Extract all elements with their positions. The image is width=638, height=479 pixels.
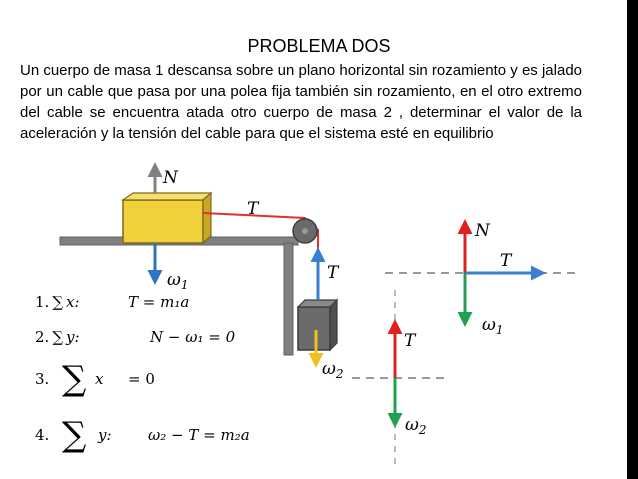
svg-text:3.: 3. bbox=[35, 370, 49, 388]
table-leg bbox=[283, 242, 294, 356]
svg-text:1.∑x:: 1.∑x: bbox=[35, 293, 80, 311]
problem-statement: Un cuerpo de masa 1 descansa sobre un pl… bbox=[20, 62, 583, 142]
label-T-block2: T bbox=[327, 263, 340, 283]
svg-text:y:: y: bbox=[97, 426, 112, 444]
equation-3: 3. ∑ x = 0 bbox=[35, 359, 155, 399]
svg-text:x: x bbox=[95, 370, 104, 388]
block-mass-1-side bbox=[202, 191, 212, 245]
svg-text:∑: ∑ bbox=[62, 359, 86, 399]
label-omega1-block1: ω1 bbox=[167, 270, 189, 292]
slide-edge-bar bbox=[627, 0, 638, 479]
fbd1-label-N: N bbox=[474, 221, 491, 241]
fbd1-label-omega1: ω1 bbox=[482, 315, 504, 337]
equation-2: 2.∑y: N − ω₁ = 0 bbox=[35, 328, 236, 346]
label-T-cable: T bbox=[247, 199, 260, 219]
svg-text:ω₂ − T = m₂a: ω₂ − T = m₂a bbox=[148, 426, 250, 444]
svg-text:= 0: = 0 bbox=[128, 370, 155, 388]
fbd1-label-T: T bbox=[500, 251, 513, 271]
fbd2-label-T: T bbox=[404, 331, 417, 351]
fbd2-label-omega2: ω2 bbox=[405, 415, 427, 437]
equation-1: 1.∑x: T = m₁a bbox=[35, 293, 189, 311]
label-N-block1: N bbox=[162, 168, 179, 188]
svg-text:2.∑y:: 2.∑y: bbox=[35, 328, 80, 346]
block-mass-1-top bbox=[121, 192, 213, 201]
block-mass-2 bbox=[297, 306, 331, 351]
svg-text:N − ω₁ = 0: N − ω₁ = 0 bbox=[149, 328, 236, 346]
equation-4: 4. ∑ y: ω₂ − T = m₂a bbox=[35, 415, 250, 455]
pulley-axle bbox=[302, 228, 308, 234]
block-mass-1 bbox=[122, 199, 204, 244]
svg-text:T = m₁a: T = m₁a bbox=[128, 293, 189, 311]
svg-text:4.: 4. bbox=[35, 426, 49, 444]
slide-title: PROBLEMA DOS bbox=[247, 36, 391, 56]
block-mass-2-side bbox=[329, 298, 338, 352]
svg-text:∑: ∑ bbox=[62, 415, 86, 455]
label-omega2-block2: ω2 bbox=[322, 359, 344, 381]
